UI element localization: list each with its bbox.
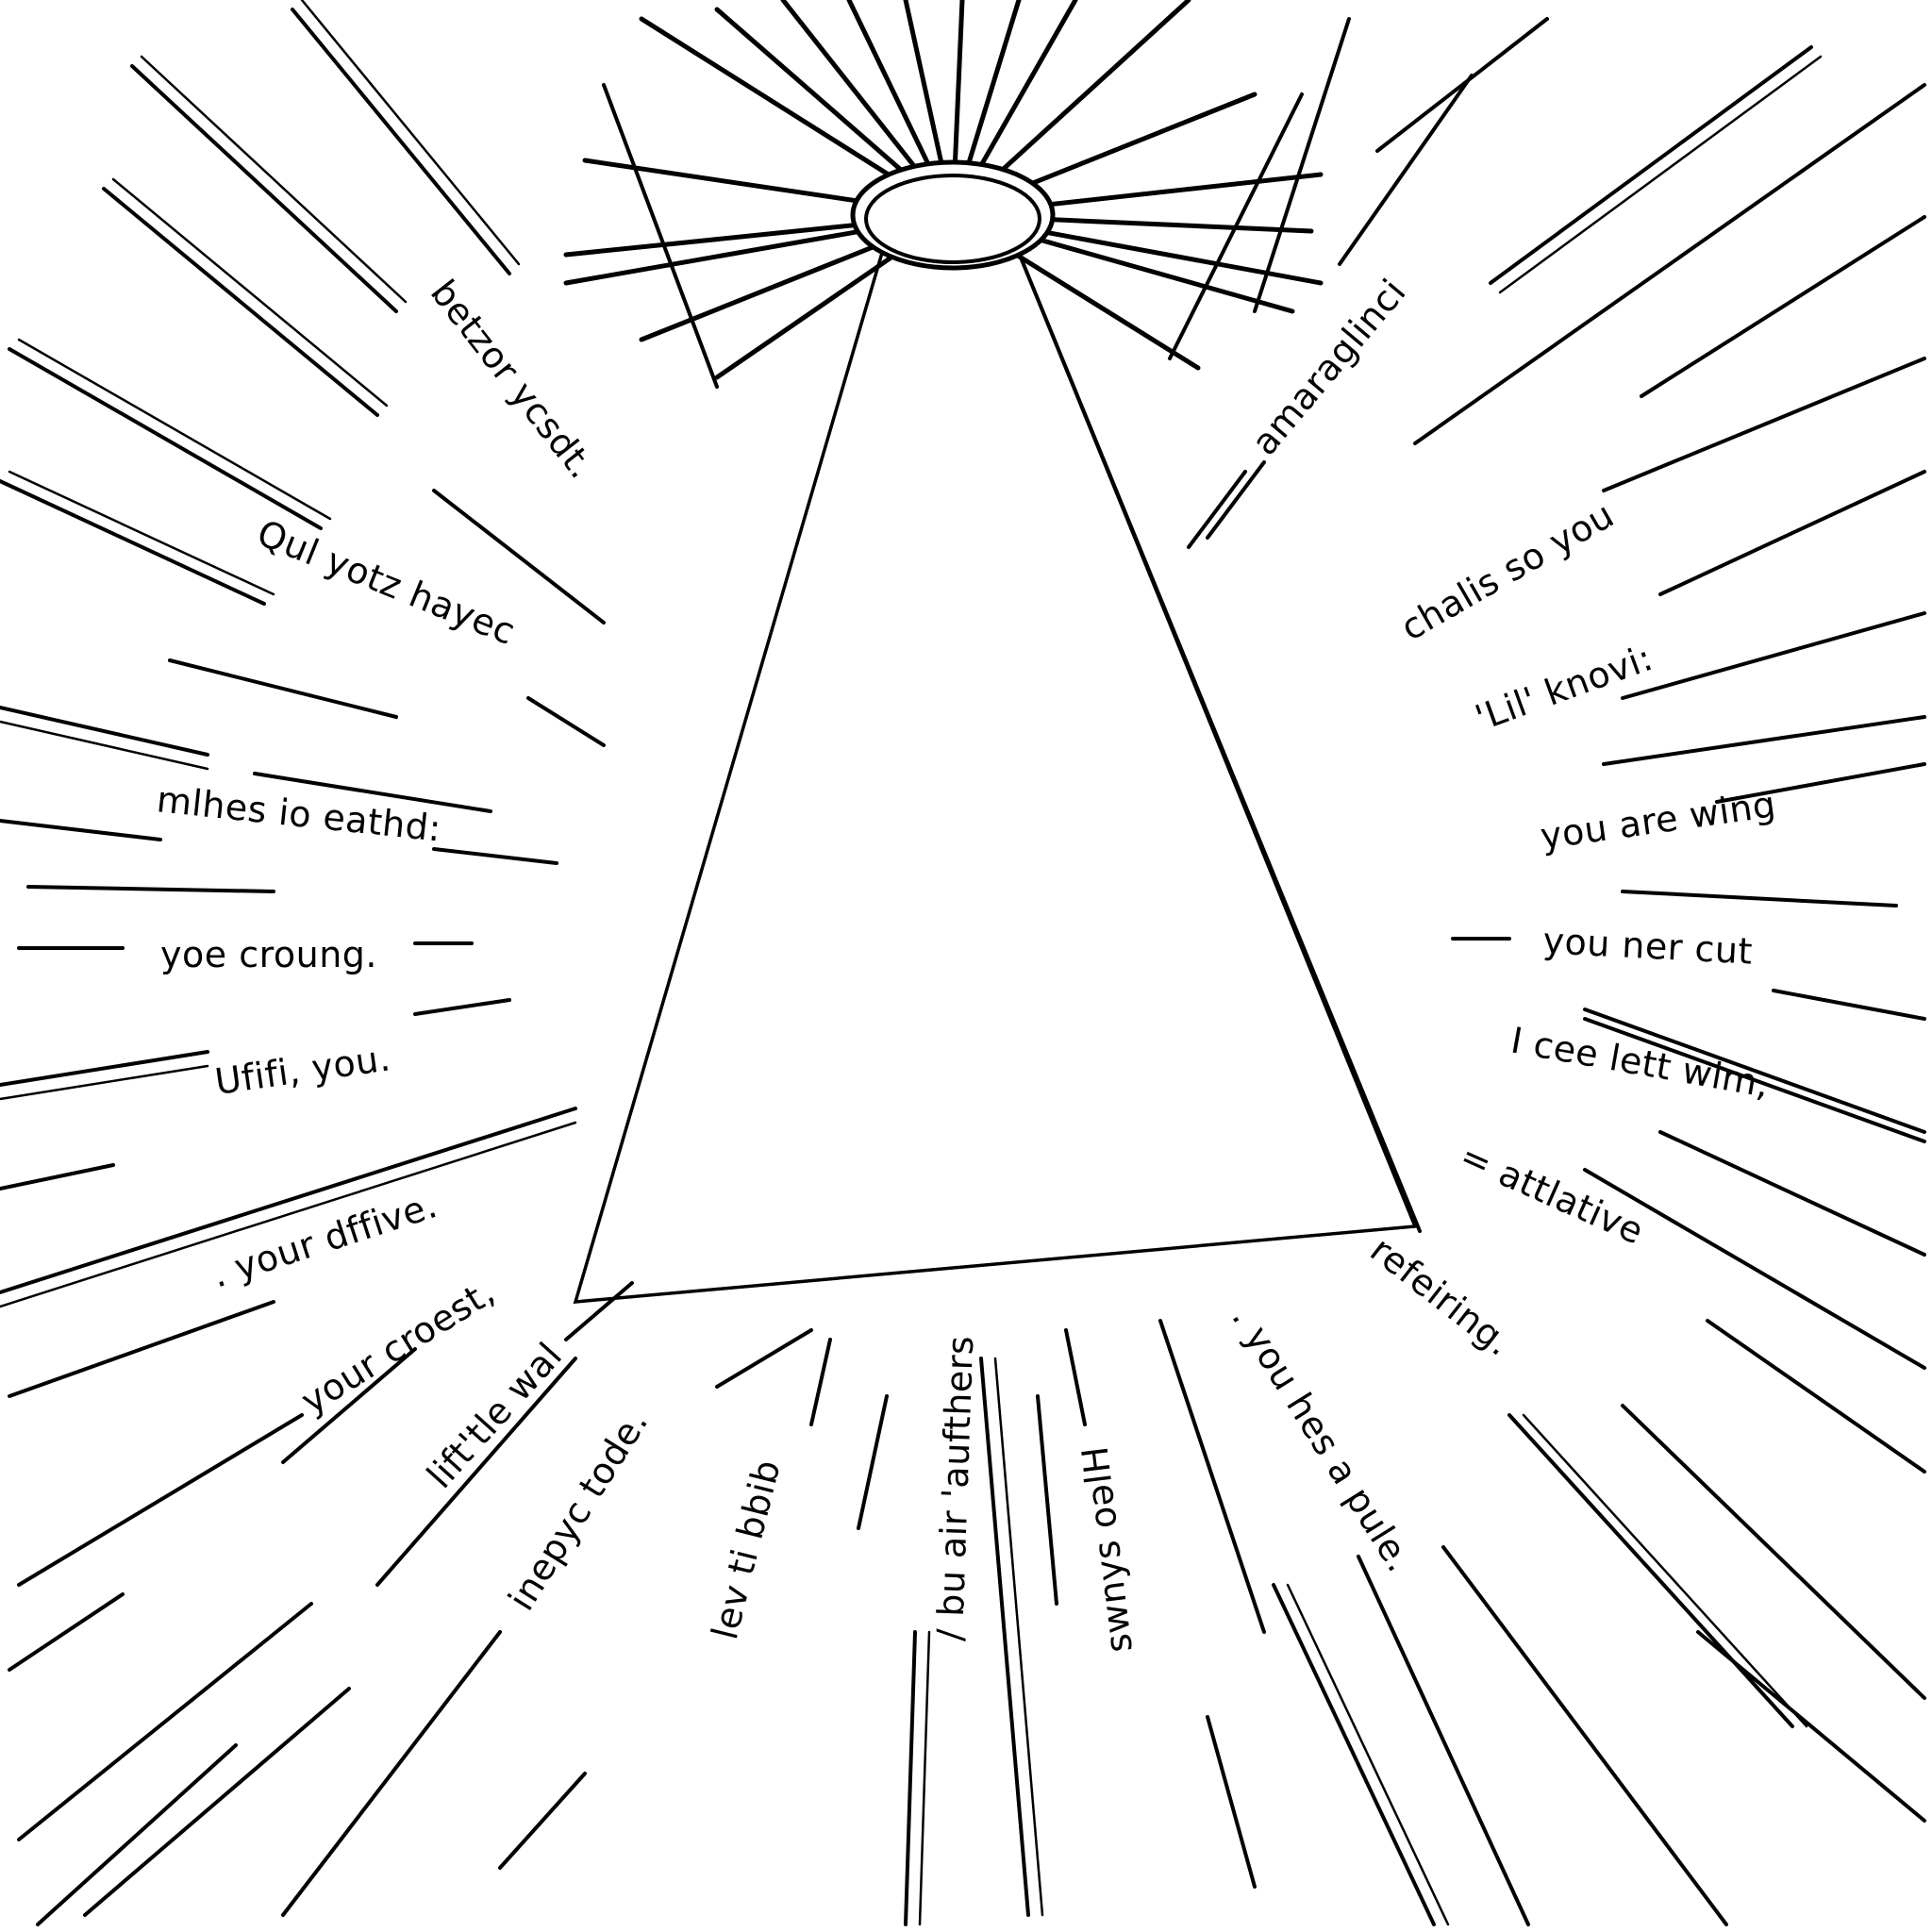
phrase-14: refeiring. — [1362, 1228, 1520, 1364]
phrase-20: chalis so you — [1394, 493, 1622, 648]
phrase-7: your croest, — [293, 1271, 502, 1423]
phrase-18: you are wing — [1538, 783, 1778, 858]
phrase-6: . your dffive. — [207, 1184, 442, 1296]
phrase-9: inepyc tode. — [500, 1403, 656, 1618]
phrase-17: you ner cut — [1542, 920, 1754, 973]
phrase-13: . you hes a pule. — [1224, 1298, 1421, 1579]
sun-ellipse-inner — [864, 174, 1041, 264]
phrase-21: amaraglinci — [1243, 271, 1414, 463]
phrase-5: Ufifi, you. — [212, 1037, 393, 1103]
phrase-12: swnys oəlH — [1074, 1443, 1140, 1655]
phrase-1: betzor ycsdt. — [423, 272, 603, 486]
phrase-3: mlhes io eathd: — [155, 778, 443, 849]
phrase-11: / bu air 'aufthers — [929, 1335, 981, 1641]
phrase-16: I cee lett wim, — [1507, 1020, 1772, 1106]
phrase-2: Qul yotz hayec — [252, 512, 522, 654]
phrases: betzor ycsdt. Qul yotz hayec mlhes io ea… — [155, 271, 1778, 1655]
phrase-4: yoe croung. — [160, 934, 377, 975]
phrase-8: lift'tle wal — [419, 1335, 571, 1496]
phrase-15: = attlative — [1454, 1135, 1650, 1253]
phrase-19: 'Lil' knovi: — [1470, 637, 1658, 740]
phrase-10: lev ti bbib — [704, 1456, 789, 1643]
